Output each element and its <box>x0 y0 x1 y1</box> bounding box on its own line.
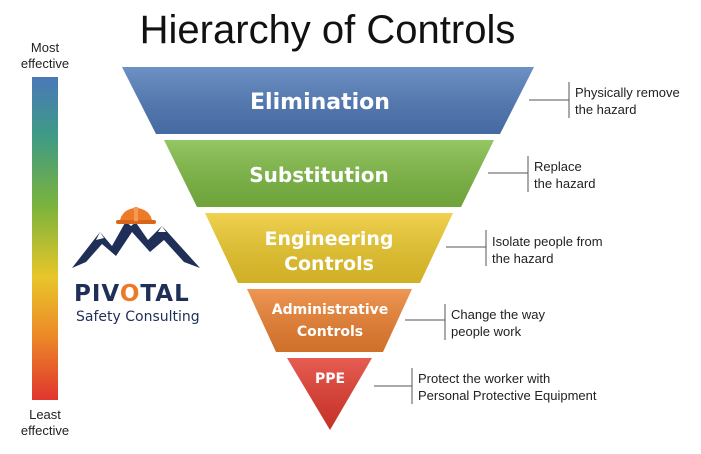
least-effective-label: Least effective <box>20 407 70 438</box>
desc-elimination: Physically remove the hazard <box>575 85 680 117</box>
level-label-administrative-line-2: Controls <box>297 324 363 340</box>
mountain-with-hard-hat-icon <box>72 207 200 268</box>
description-connectors <box>374 82 570 404</box>
level-label-ppe: PPE <box>315 371 345 387</box>
brand-name: PIVOTAL <box>74 281 190 307</box>
engineering-line-1: Engineering <box>265 228 394 250</box>
brand-tagline: Safety Consulting <box>76 309 200 325</box>
level-label-administrative: Administrative <box>272 302 389 318</box>
desc-engineering: Isolate people from the hazard <box>492 234 603 266</box>
desc-administrative: Change the way people work <box>451 307 545 339</box>
most-effective-label: Most effective <box>20 40 70 71</box>
level-label-engineering-line-2: Controls <box>284 253 374 275</box>
desc-ppe: Protect the worker with Personal Protect… <box>418 371 597 403</box>
page-title: Hierarchy of Controls <box>139 8 516 52</box>
effectiveness-gradient-bar <box>32 77 58 400</box>
level-label-engineering: Engineering <box>265 228 394 250</box>
level-label-substitution: Substitution <box>249 163 388 187</box>
desc-substitution: Replace the hazard <box>534 159 596 191</box>
level-label-elimination: Elimination <box>250 90 390 115</box>
